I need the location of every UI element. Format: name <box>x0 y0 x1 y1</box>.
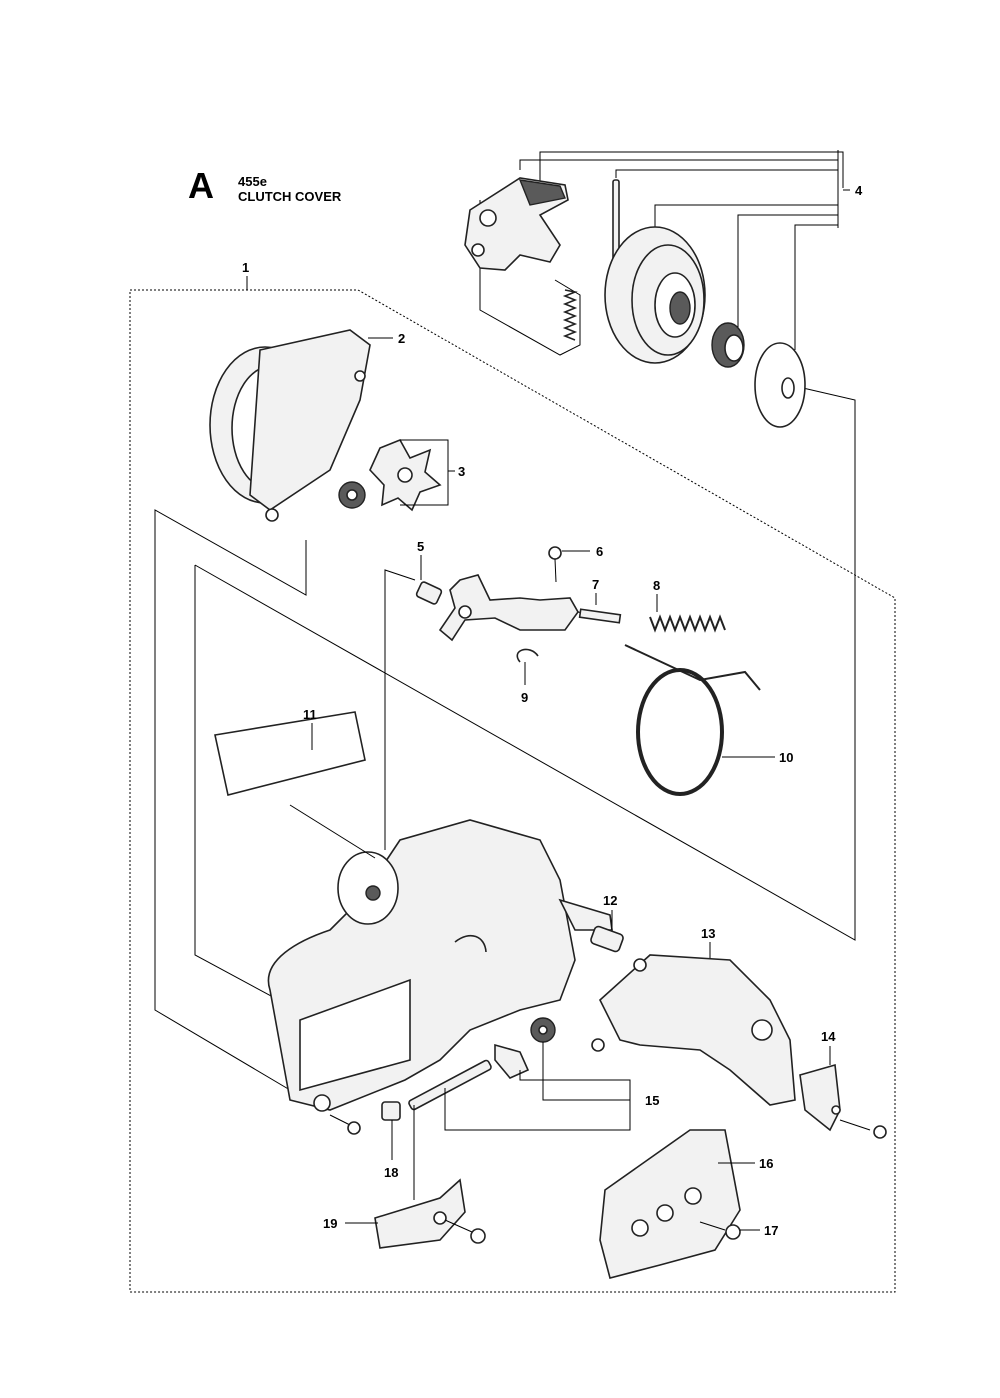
callout-3: 3 <box>458 464 465 479</box>
assembly-boundary <box>129 289 896 1293</box>
callout-11: 11 <box>303 707 317 722</box>
callout-8: 8 <box>653 578 660 593</box>
callout-19: 19 <box>323 1216 337 1231</box>
screw-17 <box>699 1221 741 1240</box>
brake-lever <box>438 574 622 642</box>
decal <box>214 711 366 796</box>
model-label: 455e <box>238 174 267 189</box>
callout-4: 4 <box>855 183 863 198</box>
spring <box>562 289 578 341</box>
brake-spring <box>649 614 726 633</box>
clutch-drum <box>604 226 706 364</box>
section-letter: A <box>188 165 214 206</box>
callout-2: 2 <box>398 331 405 346</box>
brake-band <box>624 644 761 796</box>
callout-15: 15 <box>645 1093 659 1108</box>
leader-11b <box>289 804 376 859</box>
pinion-gear <box>338 481 366 509</box>
bracket-line-2 <box>154 509 307 1091</box>
bushing <box>415 581 443 605</box>
leader-4d <box>654 204 838 235</box>
leader-4e <box>737 214 838 330</box>
section-title: CLUTCH COVER <box>238 189 342 204</box>
leader-4f <box>794 224 838 350</box>
chain-brake-bracket <box>464 177 569 271</box>
leader-4c <box>615 169 838 178</box>
adjuster-parts <box>408 1017 556 1111</box>
callout-10: 10 <box>779 750 793 765</box>
chain-tensioner <box>374 1178 486 1249</box>
chain-guide <box>591 954 796 1106</box>
callout-14: 14 <box>821 1029 836 1044</box>
callout-6: 6 <box>596 544 603 559</box>
callout-9: 9 <box>521 690 528 705</box>
screw-6 <box>548 546 562 583</box>
clip <box>516 648 539 663</box>
clutch-cover-housing <box>267 819 613 1112</box>
star-wheel <box>369 438 442 512</box>
leader-4a <box>539 151 844 188</box>
callout-12: 12 <box>603 893 617 908</box>
sprocket <box>711 322 745 368</box>
bushing-12 <box>590 925 624 953</box>
leader-3 <box>400 439 449 506</box>
leader-15b <box>444 1070 631 1131</box>
side-plate <box>599 1129 741 1279</box>
callout-18: 18 <box>384 1165 398 1180</box>
bracket-line-frame <box>194 384 856 941</box>
nut-18 <box>381 1101 401 1121</box>
callout-1: 1 <box>242 260 249 275</box>
bracket-line-5 <box>384 569 416 850</box>
callout-5: 5 <box>417 539 424 554</box>
sprocket-cover <box>209 329 371 522</box>
callout-16: 16 <box>759 1156 773 1171</box>
washer <box>754 342 806 428</box>
callout-17: 17 <box>764 1223 778 1238</box>
screw-bottom <box>329 1114 361 1135</box>
callout-7: 7 <box>592 577 599 592</box>
callout-13: 13 <box>701 926 715 941</box>
chain-catcher <box>799 1063 887 1139</box>
leader-4b <box>519 159 838 170</box>
leader-15 <box>542 1042 630 1101</box>
